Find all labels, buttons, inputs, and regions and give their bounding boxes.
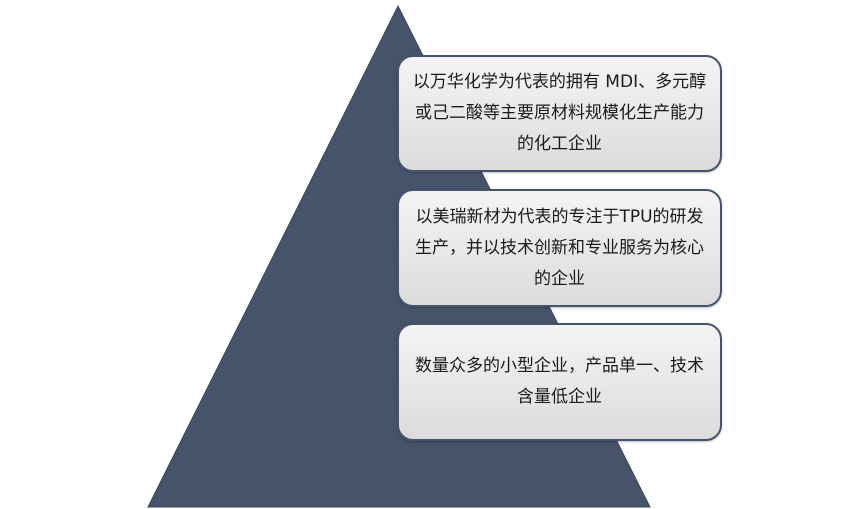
tier-middle-box: 以美瑞新材为代表的专注于TPU的研发生产，并以技术创新和专业服务为核心的企业 bbox=[397, 189, 722, 307]
tier-bottom-text: 数量众多的小型企业，产品单一、技术含量低企业 bbox=[415, 356, 704, 407]
tier-top-text: 以万华化学为代表的拥有 MDI、多元醇或己二酸等主要原材料规模化生产能力的化工企… bbox=[412, 72, 707, 154]
tier-middle-text: 以美瑞新材为代表的专注于TPU的研发生产，并以技术创新和专业服务为核心的企业 bbox=[415, 206, 704, 289]
tier-bottom-box: 数量众多的小型企业，产品单一、技术含量低企业 bbox=[397, 323, 722, 441]
tier-top-box: 以万华化学为代表的拥有 MDI、多元醇或己二酸等主要原材料规模化生产能力的化工企… bbox=[397, 55, 722, 172]
